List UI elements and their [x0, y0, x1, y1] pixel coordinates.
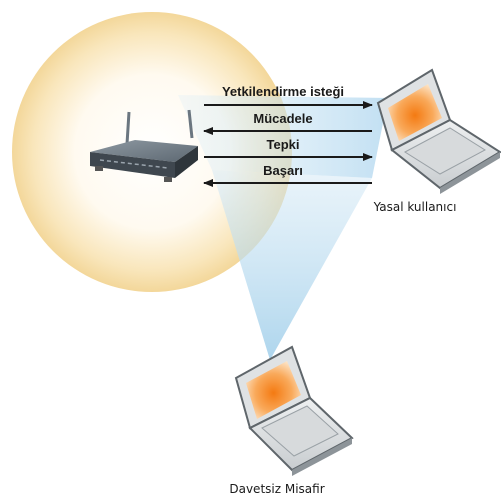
wireless-router-icon: [90, 109, 198, 182]
uninvited-guest-label: Davetsiz Misafir: [229, 482, 324, 496]
message-2: Mücadele: [203, 111, 372, 135]
message-1: Yetkilendirme isteği: [204, 84, 373, 109]
legit-user-label: Yasal kullanıcı: [373, 200, 457, 214]
uninvited-guest-laptop-icon: [234, 345, 354, 476]
legit-user-laptop-icon: [376, 68, 501, 194]
message-label: Mücadele: [253, 111, 312, 126]
message-label: Tepki: [267, 137, 300, 152]
message-label: Yetkilendirme isteği: [222, 84, 344, 99]
message-3: Tepki: [204, 137, 373, 161]
eavesdrop-beam: [212, 170, 372, 360]
message-label: Başarı: [263, 163, 303, 178]
message-4: Başarı: [203, 163, 372, 187]
